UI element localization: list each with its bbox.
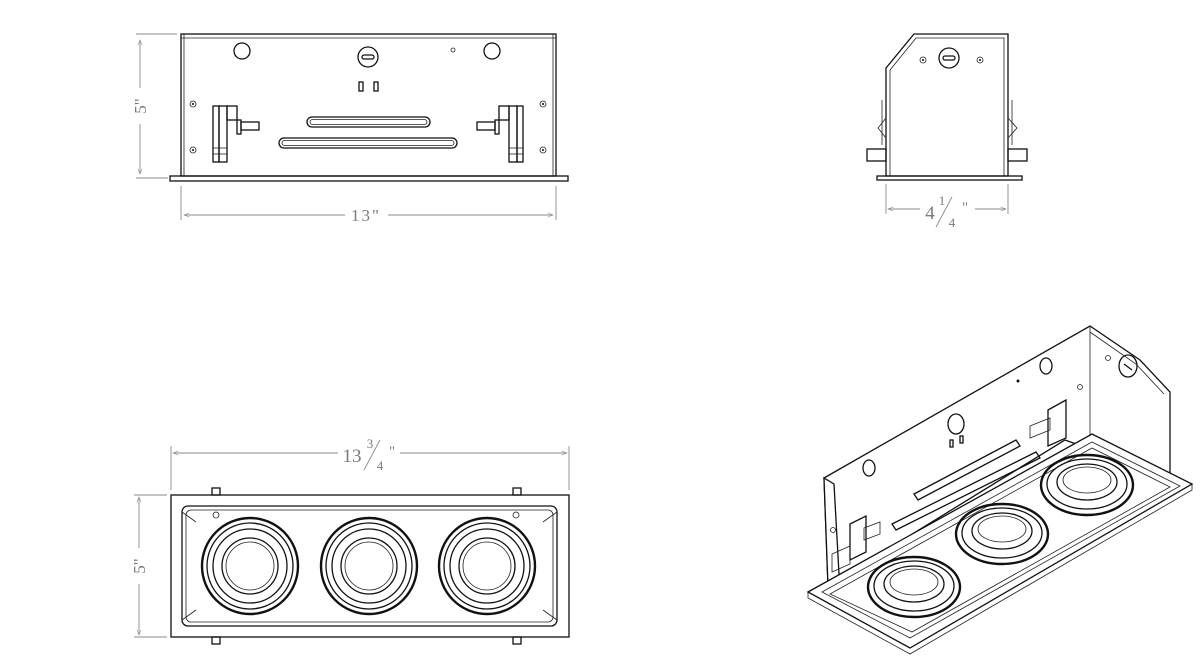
side-depth-whole: 4 xyxy=(925,203,935,224)
front-height-label: 5" xyxy=(131,98,150,113)
iso-lamp-ring-3 xyxy=(1039,453,1135,517)
lamp-ring-2 xyxy=(319,516,419,616)
isometric-view xyxy=(806,325,1194,655)
side-depth-denominator: 4 xyxy=(949,215,956,230)
side-depth-unit: " xyxy=(962,200,968,216)
mounting-slot xyxy=(306,116,431,128)
lamp-ring-1 xyxy=(200,516,300,616)
bottom-view: 13 3 4 " 5" xyxy=(130,436,570,645)
lamp-ring-3 xyxy=(437,516,537,616)
knockout-icon xyxy=(1118,354,1138,378)
iso-lamp-ring-1 xyxy=(866,555,962,619)
front-flange xyxy=(169,175,569,182)
knockout-icon xyxy=(233,42,251,60)
knockout-icon xyxy=(938,47,960,69)
bottom-width-unit: " xyxy=(389,444,395,460)
knockout-icon xyxy=(947,413,965,435)
mounting-slot xyxy=(278,137,458,149)
side-view: 4 1 4 " xyxy=(866,33,1028,230)
hanger-bracket-left xyxy=(212,105,260,163)
knockout-icon xyxy=(862,459,876,477)
hanger-bracket-right xyxy=(476,105,524,163)
bottom-width-numerator: 3 xyxy=(367,436,374,451)
bottom-width-denominator: 4 xyxy=(377,458,384,473)
side-flange xyxy=(876,175,1023,181)
front-width-label: 13" xyxy=(351,206,381,225)
bottom-width-whole: 13 xyxy=(343,446,362,467)
iso-bracket xyxy=(1047,398,1067,448)
knockout-icon xyxy=(1039,357,1053,375)
front-view: 5" 13" xyxy=(131,33,569,225)
side-housing-outline xyxy=(885,33,1009,177)
knockout-icon xyxy=(483,42,501,60)
knockout-icon xyxy=(357,46,379,68)
side-depth-numerator: 1 xyxy=(939,193,946,208)
bottom-height-label: 5" xyxy=(130,558,149,573)
trim-outer-frame xyxy=(170,494,570,638)
iso-lamp-ring-2 xyxy=(954,502,1050,566)
